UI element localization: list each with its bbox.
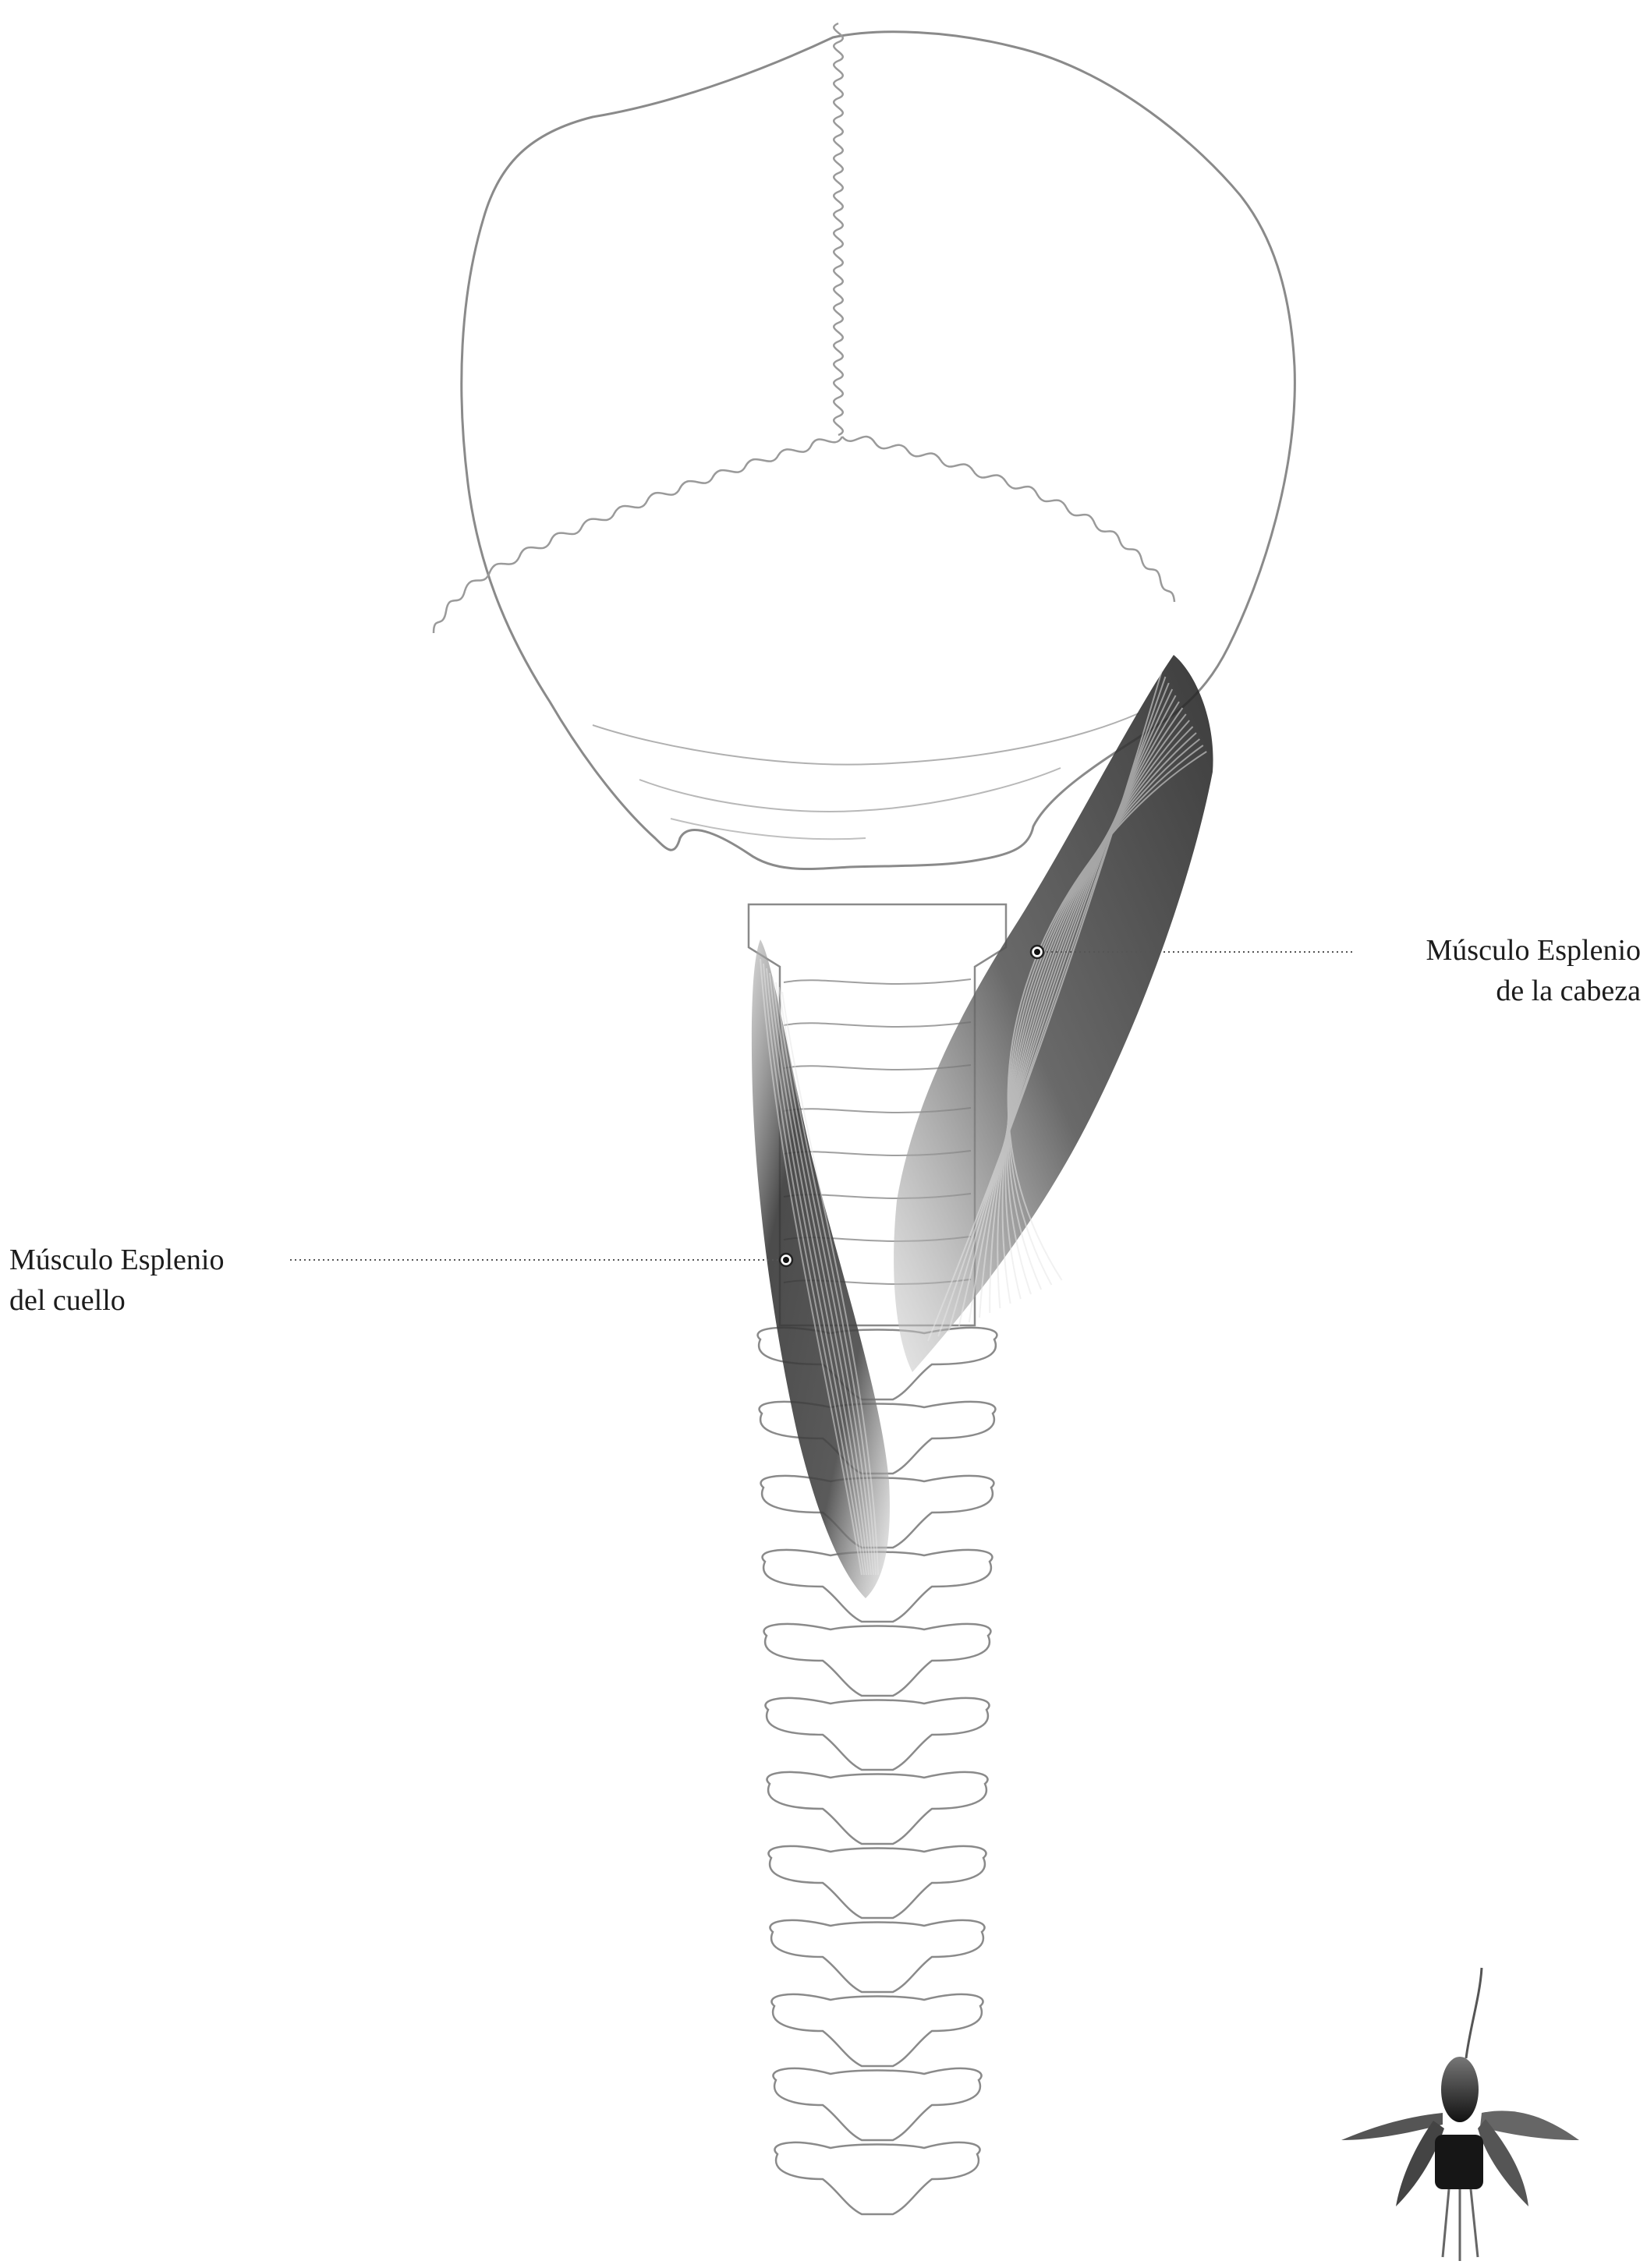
label-splenius-capitis: Músculo Esplenio de la cabeza: [1426, 930, 1641, 1011]
label-splenius-cervicis: Músculo Esplenio del cuello: [9, 1240, 224, 1321]
thoracic-vertebra: [766, 1698, 990, 1770]
lambdoid-suture-right: [842, 437, 1174, 602]
thoracic-vertebra: [772, 1994, 983, 2066]
thoracic-vertebra: [767, 1772, 988, 1844]
label-splenius-cervicis-line2: del cuello: [9, 1280, 224, 1321]
label-splenius-capitis-line1: Músculo Esplenio: [1426, 930, 1641, 971]
leader-cuello: [290, 1254, 792, 1266]
thoracic-vertebra: [774, 2142, 979, 2214]
label-splenius-cervicis-line1: Músculo Esplenio: [9, 1240, 224, 1280]
thoracic-vertebra: [764, 1624, 991, 1696]
flower-decoration: [1341, 1968, 1579, 2261]
cervical-vertebra-line: [784, 1022, 971, 1027]
thoracic-vertebra: [773, 2068, 981, 2140]
splenius-capitis-muscle: [894, 655, 1213, 1372]
thoracic-vertebra: [769, 1846, 986, 1918]
splenius-cervicis-muscle: [752, 939, 890, 1598]
cervical-vertebra-line: [784, 979, 971, 984]
sagittal-suture: [834, 23, 843, 435]
thoracic-vertebra: [770, 1920, 985, 1992]
lambdoid-suture-left: [434, 437, 842, 633]
occipital-lines: [593, 713, 1139, 765]
label-splenius-capitis-line2: de la cabeza: [1426, 971, 1641, 1011]
